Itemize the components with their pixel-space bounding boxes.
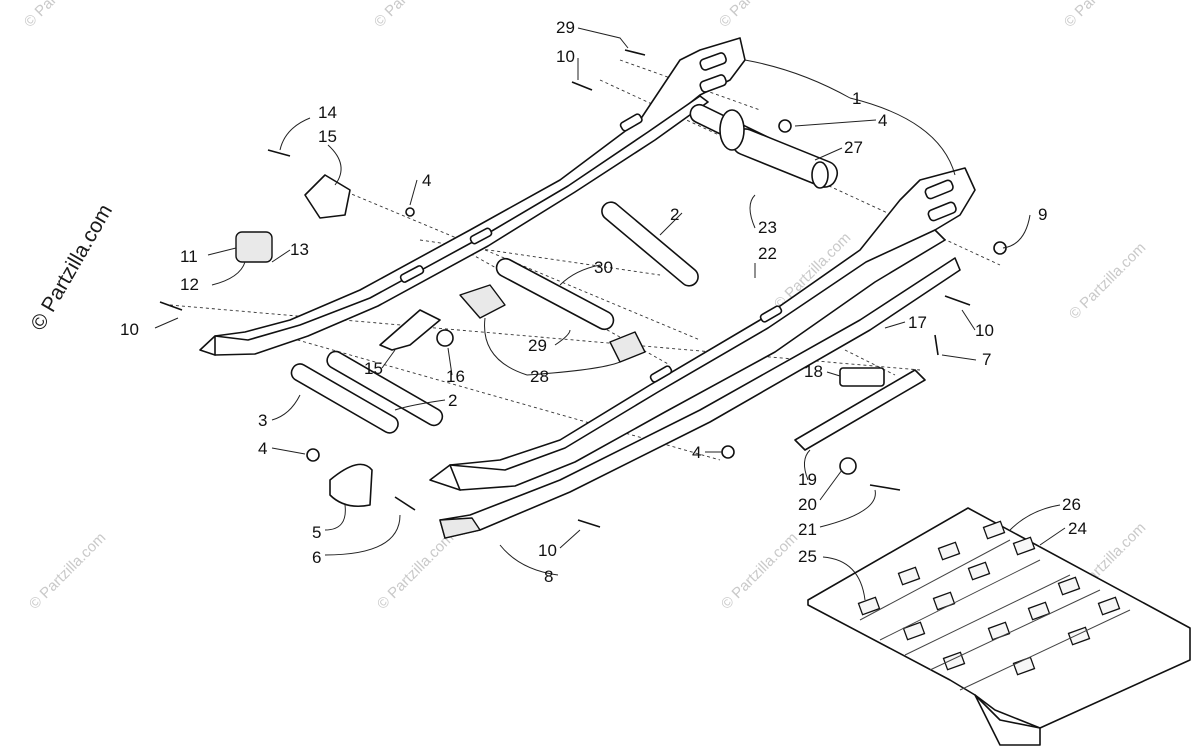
rail-19	[794, 369, 926, 451]
callout: 22	[758, 244, 777, 263]
right-rail	[429, 167, 976, 491]
pad-18	[839, 367, 885, 387]
callout: 27	[844, 138, 863, 157]
callout: 6	[312, 548, 321, 567]
callout-labels: 29 10 1 4 27 14 15 4 9 2 23 22 11 13 12 …	[120, 18, 1087, 586]
slide-rail	[439, 257, 961, 539]
drawing-layer: 29 10 1 4 27 14 15 4 9 2 23 22 11 13 12 …	[120, 18, 1191, 746]
bolt-10b	[159, 301, 183, 311]
callout: 15	[364, 359, 383, 378]
bolt-29a	[624, 49, 646, 56]
watermark: © Partzilla.com	[1066, 239, 1149, 322]
watermark: © Partzilla.com	[716, 0, 799, 31]
bumper-5	[329, 463, 373, 508]
callout: 16	[446, 367, 465, 386]
callout: 13	[290, 240, 309, 259]
callout: 20	[798, 495, 817, 514]
bolt-10d	[577, 519, 601, 528]
bolt-10c	[944, 295, 971, 306]
stopper-12	[235, 231, 273, 263]
small-parts	[159, 49, 1007, 528]
callout: 10	[556, 47, 575, 66]
callout: 23	[758, 218, 777, 237]
callout: 12	[180, 275, 199, 294]
watermark: © Partzilla.com	[1061, 0, 1144, 31]
callout: 24	[1068, 519, 1087, 538]
side-watermark: © Partzilla.com	[26, 200, 117, 334]
callout: 29	[556, 18, 575, 37]
callout: 4	[878, 111, 887, 130]
watermark: © Partzilla.com	[718, 529, 801, 612]
bracket-15-lower	[379, 309, 441, 351]
callout: 30	[594, 258, 613, 277]
callout: 5	[312, 523, 321, 542]
nut-4d	[405, 207, 415, 217]
callout: 10	[120, 320, 139, 339]
left-rail	[199, 37, 746, 356]
callout: 3	[258, 411, 267, 430]
bracket-15-upper	[304, 174, 351, 219]
rear-axle	[719, 109, 839, 189]
callout: 29	[528, 336, 547, 355]
callout: 10	[975, 321, 994, 340]
callout: 8	[544, 567, 553, 586]
callout: 10	[538, 541, 557, 560]
track-belt	[807, 507, 1191, 746]
callout: 17	[908, 313, 927, 332]
bolt-10a	[571, 81, 593, 91]
callout: 2	[670, 205, 679, 224]
pin-7	[934, 334, 939, 356]
callout: 25	[798, 547, 817, 566]
nut-4c	[778, 119, 792, 133]
washer-20	[839, 457, 857, 475]
bolt-14	[267, 149, 291, 157]
nut-16	[436, 329, 454, 347]
callout: 4	[422, 171, 431, 190]
watermark: © Partzilla.com	[371, 0, 454, 31]
block-28b	[609, 331, 646, 363]
bolt-21	[869, 484, 901, 491]
callout: 14	[318, 103, 337, 122]
callout: 11	[180, 247, 198, 266]
bolt-6	[394, 496, 416, 511]
callout: 9	[1038, 205, 1047, 224]
nut-9	[993, 241, 1007, 255]
callout: 4	[258, 439, 267, 458]
nut-4b	[721, 445, 735, 459]
cross-shafts	[290, 103, 806, 434]
leader-lines	[154, 27, 1066, 601]
nut-4a	[306, 448, 320, 462]
callout: 1	[852, 89, 861, 108]
block-28a	[459, 284, 506, 319]
watermark: © Partzilla.com	[26, 529, 109, 612]
callout: 15	[318, 127, 337, 146]
callout: 7	[982, 350, 991, 369]
callout: 18	[804, 362, 823, 381]
callout: 2	[448, 391, 457, 410]
watermark: © Partzilla.com	[21, 0, 104, 31]
callout: 28	[530, 367, 549, 386]
callout: 21	[798, 520, 817, 539]
callout: 19	[798, 470, 817, 489]
callout: 4	[692, 443, 701, 462]
callout: 26	[1062, 495, 1081, 514]
